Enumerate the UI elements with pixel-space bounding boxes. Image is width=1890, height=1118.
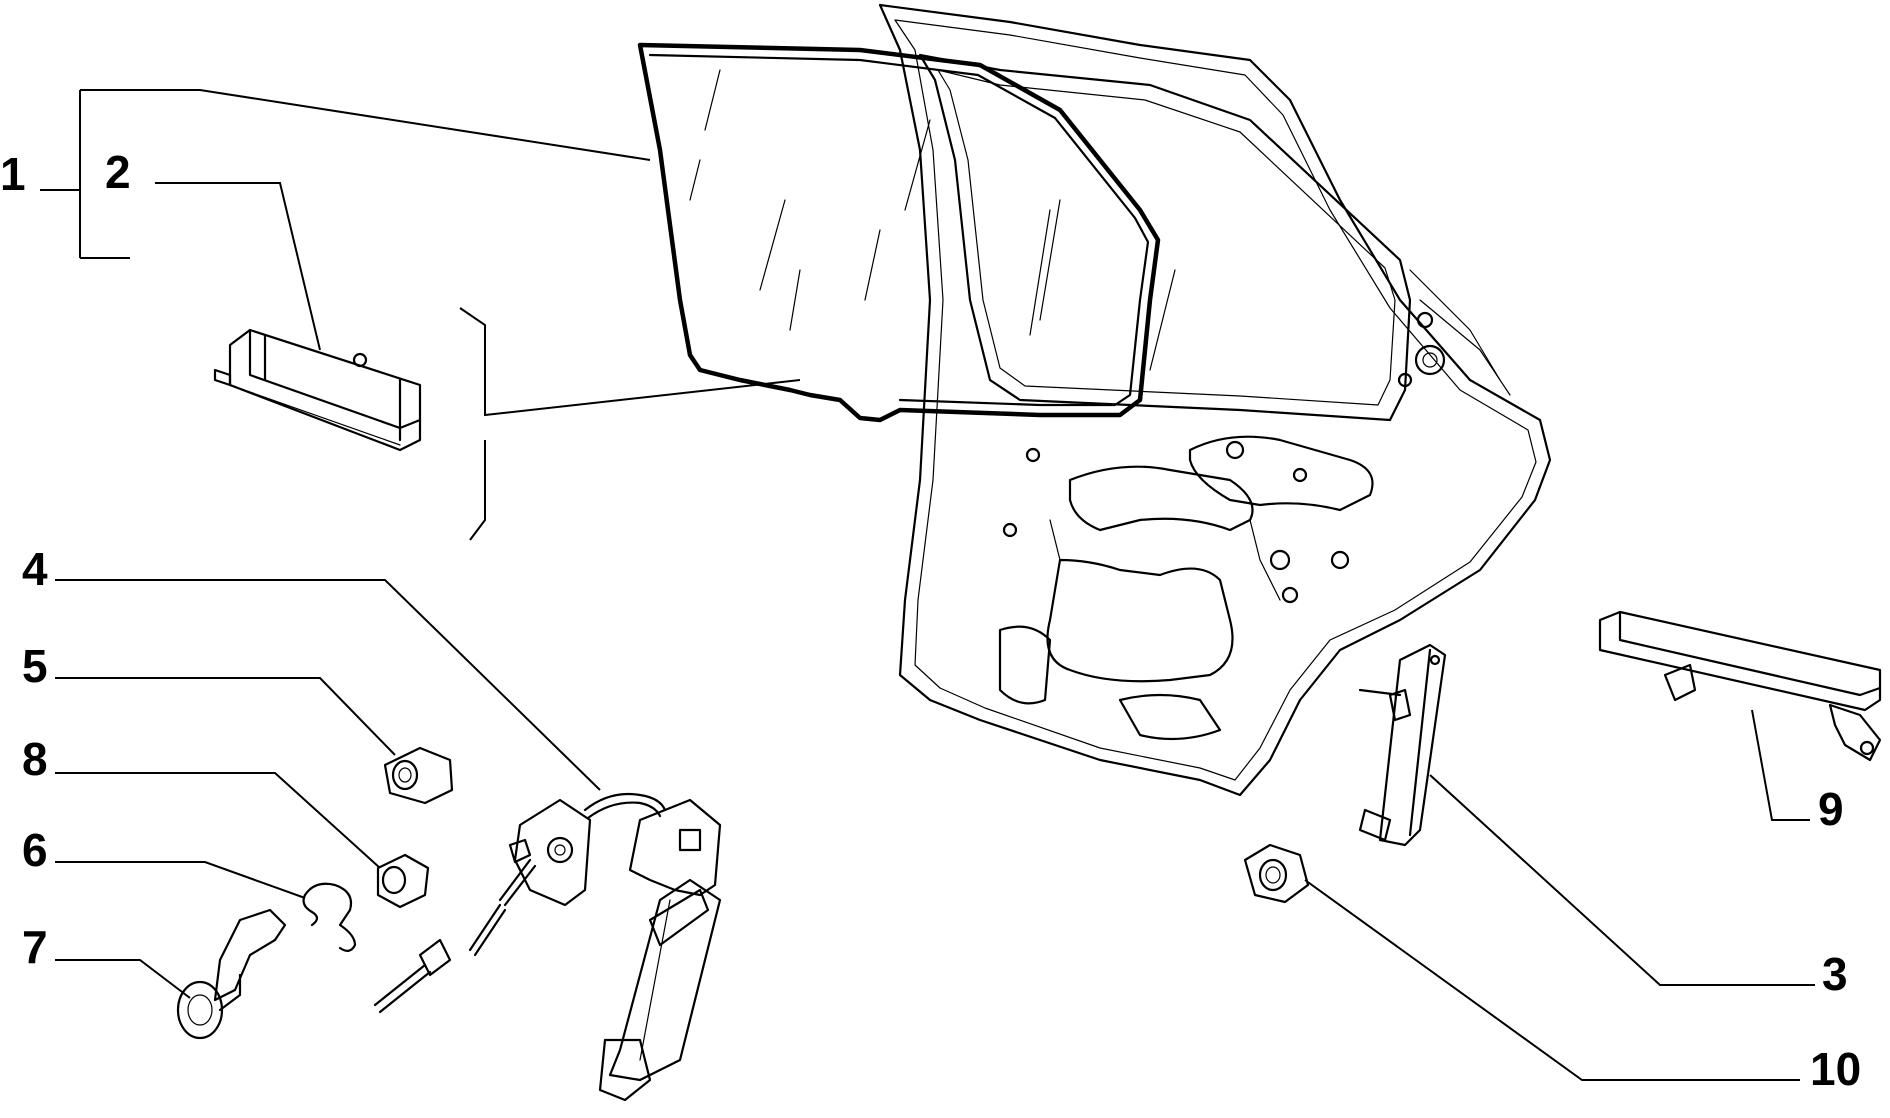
leader-lines [40,89,1815,1081]
callout-9: 9 [1818,783,1844,835]
leader-7 [55,959,191,999]
window-glass [637,42,1176,423]
callout-8: 8 [22,733,48,785]
glass-channel [213,328,422,452]
callout-2: 2 [105,146,131,198]
callout-5: 5 [22,640,48,692]
leader-glass [459,307,801,417]
callout-labels: 1 2 4 5 8 6 7 9 3 10 [0,146,1861,1095]
regulator-nut [383,746,454,805]
window-regulator [373,792,722,1102]
spring-clip [302,882,357,952]
callout-7: 7 [22,921,48,973]
leader-5 [55,677,396,756]
leader-1 [40,89,651,259]
leader-6 [55,861,306,899]
leader-4 [55,579,601,791]
callout-4: 4 [22,543,48,595]
bushing [376,853,430,909]
leader-8 [55,772,381,869]
leader-10 [1304,879,1800,1081]
rear-glass-channel [1598,610,1882,762]
callout-10: 10 [1810,1043,1861,1095]
door-shell [878,3,1552,797]
rear-glass-guide [1358,643,1447,847]
crank-handle [176,908,287,1040]
leader-9 [1751,709,1810,821]
callout-1: 1 [0,148,26,200]
leader-2 [155,182,321,351]
leader-3 [1429,774,1815,986]
nut [1243,843,1310,904]
callout-6: 6 [22,824,48,876]
callout-3: 3 [1822,948,1848,1000]
